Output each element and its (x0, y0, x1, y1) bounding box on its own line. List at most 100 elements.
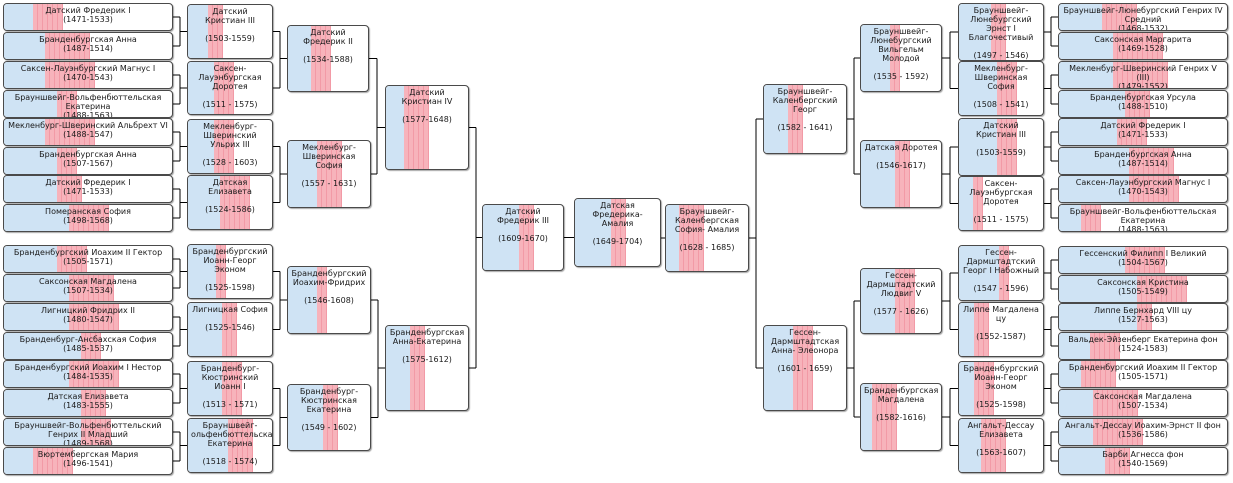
person-card-ffm[interactable]: Мекленбург-Шверинская София(1557 - 1631) (287, 140, 371, 208)
person-card-c[interactable]: Датская Фредерика-Амалия(1649-1704) (574, 198, 661, 267)
person-card-fmfm[interactable]: Лигницкая София(1525-1546) (187, 302, 273, 357)
person-name: Брауншвейг-Люнебургский Генрих IV Средни… (1063, 6, 1223, 24)
person-text: Бранденбург-Кюстринский Иоанн I(1513 - 1… (188, 362, 272, 409)
person-card-mmmff[interactable]: Бранденбургский Иоахим II Гектор(1505-15… (1058, 360, 1228, 388)
person-card-mfffm[interactable]: Саксонская Маргарита(1469-1528) (1058, 32, 1228, 60)
person-card-mfmff[interactable]: Датский Фредерик I(1471-1533) (1058, 118, 1228, 146)
person-years: (1488-1547) (63, 130, 113, 139)
person-years: (1524-1583) (1118, 344, 1168, 353)
person-card-fffff[interactable]: Датский Фредерик I(1471-1533) (3, 3, 173, 31)
person-card-mmff[interactable]: Гессен-Дармштадтский Георг I Набожный(15… (958, 245, 1044, 301)
person-card-ffmff[interactable]: Мекленбург-Шверинский Альбрехт VI(1488-1… (3, 118, 173, 146)
spacer (191, 149, 269, 158)
person-text: Саксонская Магдалена(1507-1534) (1059, 390, 1227, 410)
spacer (486, 225, 560, 234)
person-card-ffmmm[interactable]: Померанская София(1498-1568) (3, 204, 173, 232)
person-card-fffm[interactable]: Саксен-Лауэнбургская Доротея(1511 - 1575… (187, 61, 273, 115)
person-card-mmffm[interactable]: Саксонская Кристина(1505-1549) (1058, 275, 1228, 303)
person-card-mfmf[interactable]: Датский Кристиан III(1503-1559) (958, 118, 1044, 176)
person-name: Мекленбург-Шверинская София (302, 143, 356, 170)
person-card-mffmm[interactable]: Бранденбургская Урсула(1488-1510) (1058, 90, 1228, 118)
person-card-mffm[interactable]: Мекленбург-Шверинская София(1508 - 1541) (958, 61, 1044, 116)
person-card-ff[interactable]: Датский Кристиан IV(1577-1648) (385, 85, 469, 170)
person-card-mmmfm[interactable]: Саксонская Магдалена(1507-1534) (1058, 389, 1228, 417)
person-name: Мекленбург-Шверинский Ульрих III (203, 122, 257, 149)
person-name: Бранденбургская Анна-Екатерина (389, 328, 465, 346)
person-years: (1513 - 1571) (202, 400, 258, 409)
person-text: Датский Фредерик I(1471-1533) (1059, 119, 1227, 139)
person-name: Бранденбургская Анна (39, 150, 137, 159)
person-years: (1498-1568) (63, 216, 113, 225)
person-card-mf[interactable]: Брауншвейг-Каленбергский Георг(1582 - 16… (763, 84, 847, 154)
spacer (578, 228, 657, 237)
person-card-ffff[interactable]: Датский Кристиан III(1503-1559) (187, 4, 273, 59)
person-card-mmf[interactable]: Гессен-Дармштадтский Людвиг V(1577 - 162… (860, 268, 942, 334)
person-name: Датский Фредерик I (45, 6, 131, 15)
person-card-fmmm[interactable]: Брауншвейг-ольфенбюттельска Екатерина (15… (187, 418, 273, 473)
person-card-f[interactable]: Датский Фредерик III(1609-1670) (482, 204, 564, 271)
person-years: (1518 - 1574) (202, 457, 258, 466)
person-card-fffmm[interactable]: Брауншвейг-Вольфенбюттельская Екатерина(… (3, 90, 173, 118)
person-name: Липпе Бернхард VIII цу (1094, 306, 1192, 315)
person-card-mmm[interactable]: Бранденбургская Магдалена(1582-1616) (860, 383, 942, 451)
person-card-fffmf[interactable]: Саксен-Лауэнбургский Магнус I(1470-1543) (3, 61, 173, 89)
person-name: Вюртембергская Мария (37, 450, 139, 459)
spacer (962, 139, 1040, 148)
person-years: (1479-1552) (1118, 82, 1168, 89)
person-card-mffff[interactable]: Брауншвейг-Люнебургский Генрих IV Средни… (1058, 3, 1228, 31)
person-name: Брауншвейг-ольфенбюттельска Екатерина (191, 421, 273, 448)
person-card-fmff[interactable]: Бранденбургский Иоанн-Георг Эконом(1525-… (187, 244, 273, 299)
person-card-fmmfm[interactable]: Датская Елизавета(1483-1555) (3, 389, 173, 417)
person-card-fmmf[interactable]: Бранденбург-Кюстринский Иоанн I(1513 - 1… (187, 361, 273, 416)
person-card-mfmmf[interactable]: Саксен-Лауэнбургский Магнус I(1470-1543) (1058, 175, 1228, 203)
person-card-ffmf[interactable]: Мекленбург-Шверинский Ульрих III(1528 - … (187, 119, 273, 174)
person-text: Датская Елизавета(1524-1586) (188, 176, 272, 214)
person-card-fff[interactable]: Датский Фредерик II(1534-1588) (287, 25, 369, 92)
person-card-fmfff[interactable]: Бранденбургский Иоахим II Гектор(1505-15… (3, 245, 173, 273)
person-card-ffmm[interactable]: Датская Елизавета(1524-1586) (187, 175, 273, 230)
person-card-ffmfm[interactable]: Бранденбургская Анна(1507-1567) (3, 147, 173, 175)
person-card-mm[interactable]: Гессен-Дармштадтская Анна- Элеонора(1601… (763, 325, 847, 411)
person-card-mfmmm[interactable]: Брауншвейг-Вольфенбюттельская Екатерина(… (1058, 204, 1228, 232)
person-card-mmfff[interactable]: Гессенский Филипп I Великий(1504-1567) (1058, 246, 1228, 274)
person-card-mmmf[interactable]: Бранденбургский Иоанн-Георг Эконом(1525-… (958, 361, 1044, 416)
person-years: (1507-1567) (63, 159, 113, 168)
person-card-fmmmm[interactable]: Вюртембергская Мария(1496-1541) (3, 447, 173, 475)
person-card-mmmmm[interactable]: Барби Агнесса фон(1540-1569) (1058, 447, 1228, 475)
person-card-mmfmf[interactable]: Липпе Бернхард VIII цу(1527-1563) (1058, 303, 1228, 331)
person-name: Бранденбургский Иоахим II Гектор (1068, 363, 1218, 372)
person-card-fmmff[interactable]: Бранденбургский Иоахим I Нестор(1484-153… (3, 360, 173, 388)
person-text: Датская Фредерика-Амалия(1649-1704) (575, 199, 660, 246)
person-card-mmfmm[interactable]: Вальдек-Эйзенберг Екатерина фон(1524-158… (1058, 332, 1228, 360)
person-card-fmm[interactable]: Бранденбург-Кюстринская Екатерина(1549 -… (287, 384, 371, 451)
person-years: (1525-1546) (205, 323, 255, 332)
person-card-ffffm[interactable]: Бранденбургская Анна(1487-1514) (3, 32, 173, 60)
person-years: (1524-1586) (205, 205, 255, 214)
person-card-mfff[interactable]: Брауншвейг-Люнебургский Эрнст I Благочес… (958, 3, 1044, 61)
person-text: Барби Агнесса фон(1540-1569) (1059, 448, 1227, 468)
person-card-fmfmm[interactable]: Бранденбург-Ансбахская София(1485-1537) (3, 332, 173, 360)
person-years: (1470-1543) (63, 73, 113, 82)
person-years: (1468-1532) (1118, 24, 1168, 31)
person-years: (1601 - 1659) (777, 364, 833, 373)
person-card-mmmm[interactable]: Ангальт-Дессау Елизавета(1563-1607) (958, 418, 1044, 473)
person-card-fm[interactable]: Бранденбургская Анна-Екатерина(1575-1612… (385, 325, 469, 411)
person-years: (1534-1588) (303, 55, 353, 64)
person-text: Гессен-Дармштадтский Людвиг V(1577 - 162… (861, 269, 941, 316)
person-card-m[interactable]: Брауншвейг-Каленбергская София- Амалия(1… (665, 204, 749, 272)
person-card-mffmf[interactable]: Мекленбург-Шверинский Генрих V (III)(147… (1058, 61, 1228, 89)
person-card-mff[interactable]: Брауншвейг-Люнебургский Вильгельм Молодо… (860, 24, 942, 92)
person-card-mfmfm[interactable]: Бранденбургская Анна(1487-1514) (1058, 147, 1228, 175)
person-card-mfm[interactable]: Датская Доротея(1546-1617) (860, 140, 942, 208)
person-name: Бранденбург-Ансбахская София (19, 335, 157, 344)
person-card-mmmmf[interactable]: Ангальт-Дессау Иоахим-Эрнст II фон(1536-… (1058, 418, 1228, 446)
person-card-fmffm[interactable]: Саксонская Магдалена(1507-1534) (3, 274, 173, 302)
person-card-fmmmf[interactable]: Брауншвейг-Вольфенбюттельский Генрих II … (3, 418, 173, 446)
person-card-mfmm[interactable]: Саксен-Лауэнбургская Доротея(1511 - 1575… (958, 176, 1044, 231)
person-card-fmfmf[interactable]: Лигницкий Фридрих II(1480-1547) (3, 303, 173, 331)
person-years: (1549 - 1602) (301, 423, 357, 432)
person-card-ffmmf[interactable]: Датский Фредерик I(1471-1533) (3, 175, 173, 203)
person-card-mmfm[interactable]: Липпе Магдалена цу(1552-1587) (958, 302, 1044, 357)
person-text: Брауншвейг-Вольфенбюттельская Екатерина(… (1059, 205, 1227, 231)
person-card-fmf[interactable]: Бранденбургский Иоахим-Фридрих(1546-1608… (287, 266, 371, 334)
